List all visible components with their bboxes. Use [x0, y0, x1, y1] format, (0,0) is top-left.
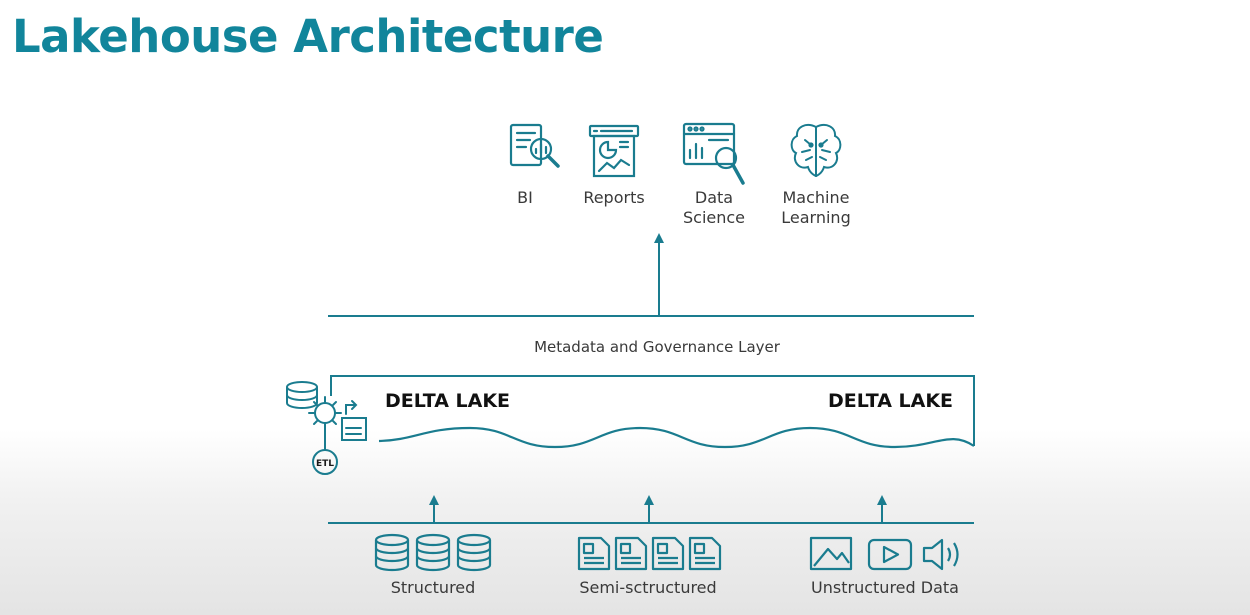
brain-icon	[790, 124, 842, 177]
consumer-label-bi: BI	[517, 188, 533, 207]
etl-label: ETL	[316, 459, 334, 469]
document-icon	[577, 536, 722, 571]
bi-report-magnifier-icon	[509, 123, 560, 168]
governance-layer-label: Metadata and Governance Layer	[534, 338, 780, 356]
video-play-icon	[867, 538, 913, 571]
delta-lake-label-right: DELTA LAKE	[828, 390, 954, 412]
delta-lake-label-left: DELTA LAKE	[385, 390, 511, 412]
source-label-structured: Structured	[390, 578, 476, 597]
etl-icon	[286, 381, 367, 475]
page-title: Lakehouse Architecture	[12, 10, 604, 63]
source-label-unstructured: Unstructured Data	[811, 578, 959, 597]
database-stack-icon	[374, 533, 492, 572]
speaker-icon	[922, 538, 959, 571]
media-icon	[809, 536, 959, 571]
report-chart-icon	[588, 124, 640, 178]
dashboard-magnifier-icon	[682, 122, 745, 185]
image-icon	[809, 536, 853, 571]
source-label-semi-structured: Semi-sctructured	[579, 578, 717, 597]
consumer-label-reports: Reports	[583, 188, 645, 207]
